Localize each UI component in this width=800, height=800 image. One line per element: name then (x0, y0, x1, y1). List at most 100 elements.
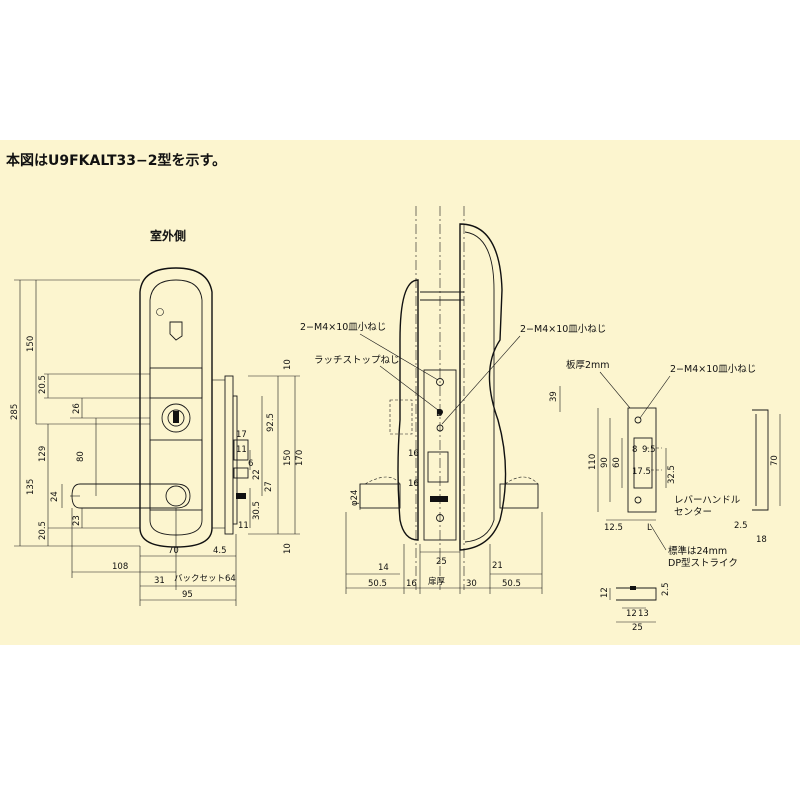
strike-plate (627, 407, 657, 513)
dim-30: 30 (466, 579, 477, 589)
dim-129: 129 (38, 446, 48, 462)
front-lower-panel (149, 439, 203, 511)
dim-27: 27 (264, 481, 274, 492)
callout-strike-screw: 2−M4×10皿小ねじ (670, 364, 756, 375)
dim-150-right: 150 (283, 450, 293, 466)
front-view-title: 室外側 (150, 228, 186, 243)
dim-12-5: 12.5 (604, 523, 623, 533)
dim-11-bottom: 11 (238, 521, 249, 531)
dim-22: 22 (252, 469, 262, 480)
dim-10-top: 10 (283, 359, 293, 370)
dim-9-5: 9.5 (642, 445, 656, 455)
dim-70-strike: 70 (770, 455, 780, 466)
lever-hub (165, 485, 187, 507)
dim-31: 31 (154, 576, 165, 586)
dim-285: 285 (10, 404, 20, 420)
dim-26: 26 (72, 403, 82, 414)
top-keyhole-icon (156, 308, 164, 316)
cylinder-keyway-icon (173, 411, 179, 423)
leader-line (639, 375, 671, 419)
dim-door-thickness: 扉厚 (428, 576, 446, 587)
cylinder-inner-icon (167, 409, 185, 427)
dim-20-5-top: 20.5 (38, 375, 48, 394)
small-view: 12 2.5 12 13 25 (600, 582, 671, 633)
hidden-curve (364, 476, 401, 485)
dim-50-5-left: 50.5 (368, 579, 387, 589)
screw-icon (634, 416, 642, 424)
dim-135: 135 (26, 479, 36, 495)
leader-line (649, 523, 667, 551)
dim-32-5: 32.5 (667, 465, 677, 484)
small-part-mark (630, 586, 636, 590)
screw-icon (634, 496, 642, 504)
side-inner-body (397, 279, 419, 541)
callout-screw-left: 2−M4×10皿小ねじ (300, 322, 386, 333)
leader-line (441, 335, 521, 425)
dim-21: 21 (492, 561, 503, 571)
side-deadbolt (430, 496, 448, 502)
dim-150: 150 (26, 336, 36, 352)
dim-12-small: 12 (600, 587, 610, 598)
dim-110: 110 (588, 454, 598, 470)
side-outer-body (459, 223, 507, 551)
dim-11-top: 11 (236, 445, 247, 455)
latch-block (233, 439, 249, 461)
dim-30-5: 30.5 (252, 501, 262, 520)
callout-latch-stop-screw: ラッチストップねじ (314, 355, 400, 366)
screw-icon (436, 514, 444, 522)
side-latch-window (427, 451, 449, 483)
screw-mark (236, 493, 246, 499)
dim-17: 17 (236, 430, 247, 440)
side-lock-case (423, 369, 457, 541)
screw-icon (436, 424, 444, 432)
dim-23: 23 (72, 515, 82, 526)
hidden-curve (504, 476, 539, 485)
standard-note-line2: DP型ストライク (668, 558, 738, 569)
front-plate-inner (149, 279, 203, 536)
dim-25-small: 25 (632, 623, 643, 633)
dim-50-5-right: 50.5 (502, 579, 521, 589)
front-plate-outline (139, 267, 213, 548)
dim-4-5: 4.5 (213, 546, 227, 556)
standard-note-line1: 標準は24mm (668, 545, 727, 557)
front-face-plate (224, 375, 234, 535)
dim-16-bottom: 16 (406, 579, 417, 589)
dim-90: 90 (600, 457, 610, 468)
leader-line (599, 371, 631, 409)
dim-phi-24: φ24 (350, 490, 360, 506)
screw-icon (436, 378, 444, 386)
leader-line (359, 333, 439, 381)
lever-center-note-line2: センター (674, 507, 712, 518)
dim-20-5-bottom: 20.5 (38, 521, 48, 540)
side-outer-lever (499, 483, 539, 509)
dim-16-upper: 16 (408, 449, 419, 459)
dim-17-5: 17.5 (632, 467, 651, 477)
dim-108: 108 (112, 562, 128, 572)
strike-opening (633, 437, 653, 489)
dim-14: 14 (378, 563, 389, 573)
strike-view: 板厚2mm 2−M4×10皿小ねじ 39 110 90 60 8 9.5 17.… (549, 359, 781, 569)
screw-icon (437, 409, 443, 415)
dim-12-small-bottom: 12 (626, 609, 637, 619)
dim-6: 6 (248, 459, 253, 469)
cylinder-outer-icon (161, 403, 191, 433)
hidden-part (389, 399, 413, 435)
dim-80: 80 (76, 451, 86, 462)
side-marker-b: B (436, 408, 443, 419)
dim-l: L (647, 523, 652, 533)
side-inner-lever (359, 483, 401, 509)
dim-10-bottom: 10 (283, 543, 293, 554)
dim-2-5-small: 2.5 (661, 582, 671, 596)
thumbturn-icon (169, 321, 183, 341)
dim-8: 8 (632, 445, 637, 455)
dim-25: 25 (436, 557, 447, 567)
front-display-panel (149, 367, 203, 399)
side-view: B 2−M4×10皿小ねじ 2−M4×10皿小ねじ ラッチストップねじ 16 1… (300, 206, 606, 594)
dim-18: 18 (756, 535, 767, 545)
strike-side-profile (752, 409, 769, 511)
dim-backset-64: バックセット64 (174, 574, 236, 584)
dim-70: 70 (168, 546, 179, 556)
dim-39: 39 (549, 391, 559, 402)
dim-170: 170 (295, 450, 305, 466)
